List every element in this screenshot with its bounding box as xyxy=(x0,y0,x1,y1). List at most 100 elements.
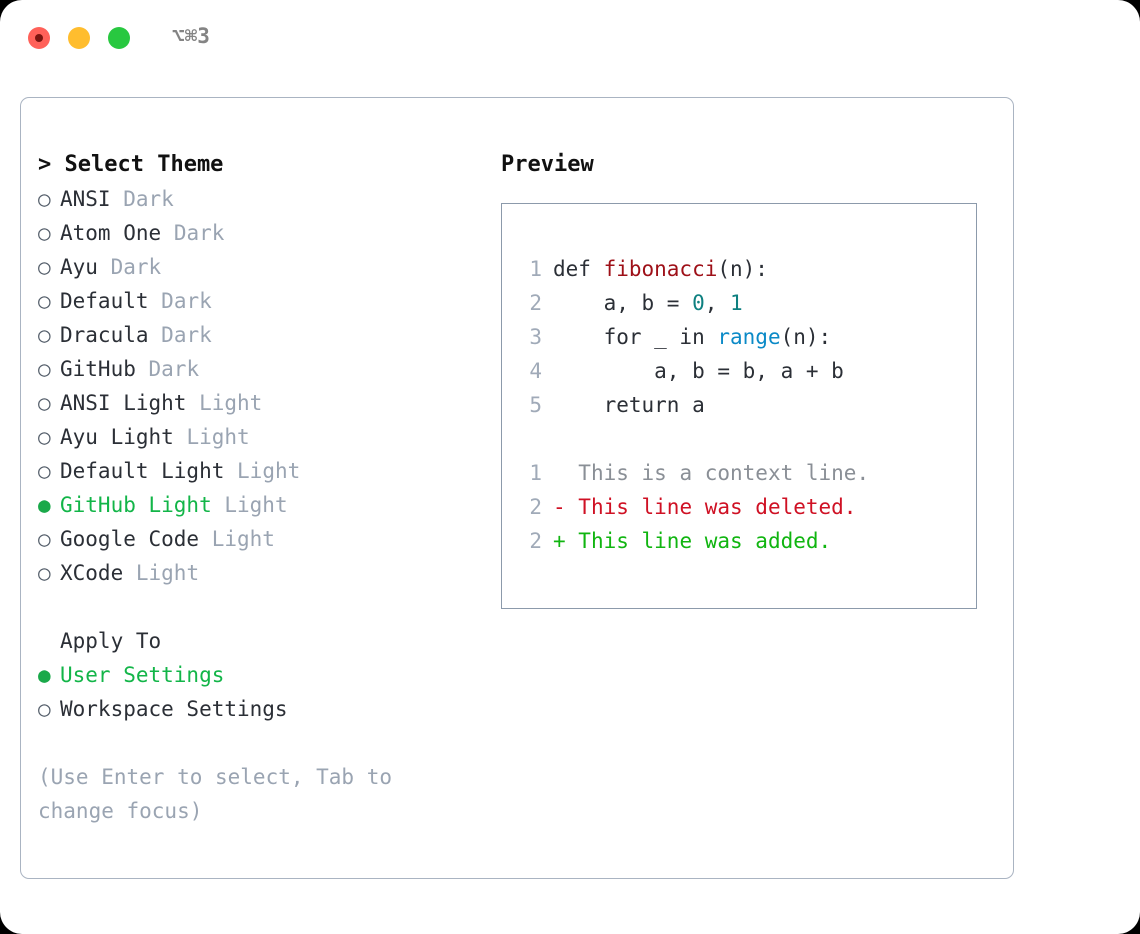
maximize-window-button[interactable] xyxy=(108,27,130,49)
diff-sample: 1 This is a context line.2- This line wa… xyxy=(502,456,976,558)
close-window-button[interactable] xyxy=(28,27,50,49)
line-number: 1 xyxy=(529,461,542,485)
radio-unselected-icon: ○ xyxy=(38,255,51,279)
radio-unselected-icon: ○ xyxy=(38,323,51,347)
theme-option-xcode[interactable]: ○XCode Light xyxy=(38,556,468,590)
radio-unselected-icon: ○ xyxy=(38,425,51,449)
line-number: 2 xyxy=(529,529,542,553)
radio-selected-icon: ● xyxy=(38,663,51,687)
radio-selected-icon: ● xyxy=(38,493,51,517)
theme-variant-label: Light xyxy=(186,425,250,449)
theme-option-label: Default Light xyxy=(60,459,225,483)
diff-text: This line was deleted. xyxy=(578,495,857,519)
theme-option-label: GitHub xyxy=(60,357,136,381)
line-number: 2 xyxy=(529,291,542,315)
theme-option-label: XCode xyxy=(60,561,124,585)
code-line: 2 a, b = 0, 1 xyxy=(502,286,976,320)
theme-option-default[interactable]: ○Default Dark xyxy=(38,284,468,318)
theme-variant-label: Light xyxy=(199,391,263,415)
theme-option-github-light[interactable]: ●GitHub Light Light xyxy=(38,488,468,522)
spacer xyxy=(123,556,136,590)
code-token: 1 xyxy=(730,291,743,315)
theme-option-ayu-light[interactable]: ○ Ayu Light Light xyxy=(38,420,468,454)
radio-unselected-icon: ○ xyxy=(38,187,51,211)
diff-text: This is a context line. xyxy=(578,461,870,485)
apply-to-option-label: Workspace Settings xyxy=(60,697,288,721)
radio-unselected-icon: ○ xyxy=(38,221,51,245)
code-token: (n): xyxy=(780,325,832,349)
theme-variant-label: Dark xyxy=(173,221,225,245)
apply-to-option-label: User Settings xyxy=(60,663,225,687)
spacer xyxy=(136,352,149,386)
spacer xyxy=(98,250,111,284)
code-token: def xyxy=(553,257,604,281)
diff-text: This line was added. xyxy=(578,529,832,553)
spacer xyxy=(174,420,187,454)
code-line: 4 a, b = b, a + b xyxy=(502,354,976,388)
code-token: fibonacci xyxy=(603,257,718,281)
theme-option-label: ANSI Light xyxy=(60,391,187,415)
theme-option-label: Default xyxy=(60,289,149,313)
theme-option-ansi[interactable]: ○ ANSI Dark xyxy=(38,182,468,216)
content-panel: > Select Theme ○ANSI Dark○Atom One Dark○… xyxy=(20,97,1014,879)
code-spacer xyxy=(502,422,976,456)
theme-option-label: Dracula xyxy=(60,323,149,347)
code-token: for _ in xyxy=(553,325,718,349)
radio-unselected-icon: ○ xyxy=(38,391,51,415)
theme-option-ansi-light[interactable]: ○ ANSI Light Light xyxy=(38,386,468,420)
line-number: 3 xyxy=(529,325,542,349)
apply-to-heading: Apply To xyxy=(60,629,162,653)
diff-marker: + xyxy=(553,529,579,553)
theme-variant-label: Light xyxy=(135,561,200,585)
minimize-window-button[interactable] xyxy=(68,27,90,49)
spacer xyxy=(111,182,124,216)
select-theme-heading: > Select Theme xyxy=(38,152,224,177)
radio-unselected-icon: ○ xyxy=(38,459,51,483)
theme-variant-label: Dark xyxy=(161,323,212,347)
code-sample: 1 def fibonacci (n): 2 a, b = 0, 1 3 for _ i… xyxy=(502,252,976,422)
line-number: 2 xyxy=(529,495,542,519)
theme-option-label: ANSI xyxy=(60,187,111,211)
code-token: a, b = xyxy=(553,291,693,315)
code-token: range xyxy=(717,325,781,349)
spacer xyxy=(186,386,199,420)
diff-line: 1 This is a context line. xyxy=(502,456,976,490)
spacer xyxy=(224,454,237,488)
theme-option-label: Atom One xyxy=(60,221,162,245)
theme-variant-label: Dark xyxy=(110,255,162,279)
theme-variant-label: Light xyxy=(237,459,301,483)
apply-to-list[interactable]: ● User Settings ○Workspace Settings xyxy=(38,658,468,726)
spacer xyxy=(212,488,225,522)
code-token: a, b = b, a + b xyxy=(553,359,844,383)
theme-option-ayu[interactable]: ○Ayu Dark xyxy=(38,250,468,284)
preview-box: 1 def fibonacci (n): 2 a, b = 0, 1 3 for _ i… xyxy=(501,203,977,609)
radio-unselected-icon: ○ xyxy=(38,289,51,313)
spacer xyxy=(149,284,162,318)
title-bar: ⌥⌘3 xyxy=(0,0,1140,76)
theme-option-github[interactable]: ○ GitHub Dark xyxy=(38,352,468,386)
code-line: 5 return a xyxy=(502,388,976,422)
diff-line: 2- This line was deleted. xyxy=(502,490,976,524)
apply-to-option-user-settings[interactable]: ● User Settings xyxy=(38,658,468,692)
theme-option-atom-one[interactable]: ○ Atom One Dark xyxy=(38,216,468,250)
code-token: return a xyxy=(553,393,705,417)
keyboard-shortcut-label: ⌥⌘3 xyxy=(172,24,210,48)
line-number: 1 xyxy=(529,257,542,281)
theme-selector-column: > Select Theme ○ANSI Dark○Atom One Dark○… xyxy=(38,148,468,828)
diff-marker: - xyxy=(553,495,579,519)
theme-variant-label: Dark xyxy=(123,187,174,211)
line-number: 5 xyxy=(529,393,542,417)
diff-marker xyxy=(553,456,578,490)
theme-variant-label: Dark xyxy=(148,357,200,381)
apply-to-option-workspace-settings[interactable]: ○Workspace Settings xyxy=(38,692,468,726)
theme-option-label: Ayu Light xyxy=(60,425,174,449)
theme-option-dracula[interactable]: ○ Dracula Dark xyxy=(38,318,468,352)
theme-option-default-light[interactable]: ○ Default Light Light xyxy=(38,454,468,488)
theme-variant-label: Light xyxy=(224,493,288,517)
theme-option-google-code[interactable]: ○Google Code Light xyxy=(38,522,468,556)
radio-unselected-icon: ○ xyxy=(38,357,51,381)
theme-list[interactable]: ○ANSI Dark○Atom One Dark○Ayu Dark○Defaul… xyxy=(38,182,468,590)
